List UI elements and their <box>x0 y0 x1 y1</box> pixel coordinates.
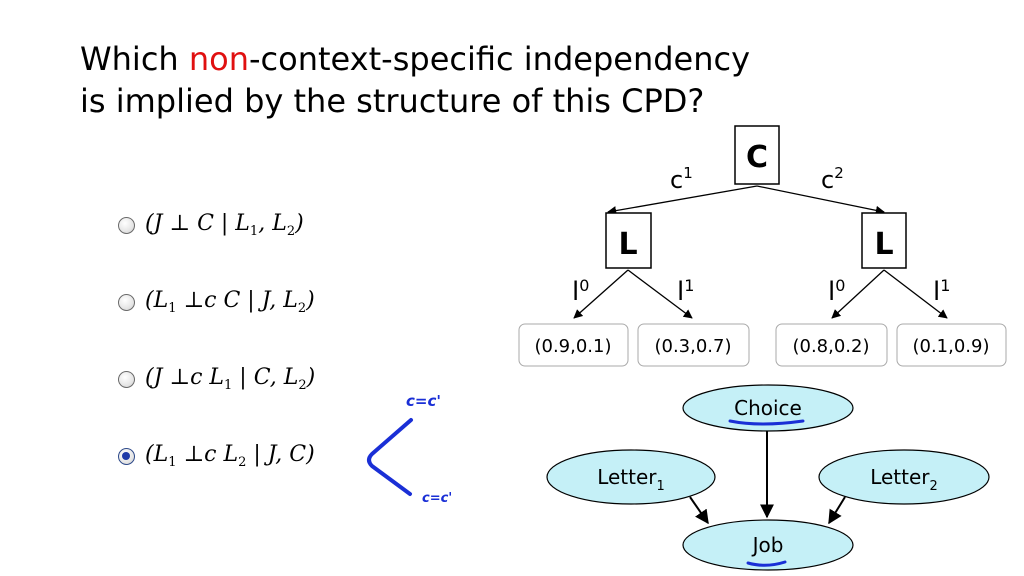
question-highlight: non <box>188 40 249 78</box>
option-2[interactable]: (L1 ⊥c C | J, L2) <box>118 288 315 316</box>
option-4[interactable]: (L1 ⊥c L2 | J, C) <box>118 442 315 470</box>
edge-left-label: c1 <box>670 164 693 194</box>
right-node-box <box>861 212 907 269</box>
question-line-1: Which non-context-specific independency <box>80 38 780 80</box>
letter2-node <box>818 449 990 505</box>
root-node-box <box>734 125 780 185</box>
leaf-value-4: (0.1,0.9) <box>912 336 989 357</box>
root-node-label: C <box>746 140 768 175</box>
edge-rl <box>831 269 885 319</box>
option-3-formula: (J ⊥c L1 | C, L2) <box>145 365 316 393</box>
edge-ll <box>573 269 629 319</box>
leaf-edge-label-4: l1 <box>933 276 950 307</box>
radio-button[interactable] <box>118 293 135 311</box>
job-node <box>682 519 854 571</box>
edge-lr <box>627 269 693 319</box>
edge-rr <box>883 269 948 319</box>
edge-left <box>607 185 758 216</box>
edge-right-label: c2 <box>821 164 844 194</box>
leaf-value-3: (0.8,0.2) <box>792 336 869 357</box>
option-1[interactable]: (J ⊥ C | L1, L2) <box>118 211 304 239</box>
radio-button-selected[interactable] <box>118 447 135 465</box>
letter1-node <box>546 449 716 505</box>
question-line-2: is implied by the structure of this CPD? <box>80 82 705 120</box>
leaf-edge-label-1: l0 <box>572 276 589 307</box>
left-node-box <box>605 212 652 269</box>
question-text: Which non-context-specific independency … <box>80 38 780 122</box>
edge-letter1-job <box>689 496 709 525</box>
leaf-value-1: (0.9,0.1) <box>534 336 611 357</box>
leaf-edge-label-3: l0 <box>828 276 845 307</box>
leaf-edge-label-2: l1 <box>677 276 694 307</box>
job-label: Job <box>751 533 784 557</box>
option-1-formula: (J ⊥ C | L1, L2) <box>145 211 304 239</box>
leaf-box-1 <box>518 323 629 367</box>
letter2-label: Letter2 <box>870 465 938 494</box>
option-4-formula: (L1 ⊥c L2 | J, C) <box>145 442 315 470</box>
question-part1: Which <box>80 40 189 78</box>
question-part2: -context-specific independency <box>249 40 751 78</box>
left-node-label: L <box>618 227 637 262</box>
job-underline <box>746 560 787 567</box>
choice-label: Choice <box>734 396 802 420</box>
right-node-label: L <box>874 227 893 262</box>
edge-right <box>756 185 885 215</box>
choice-node <box>682 384 854 432</box>
leaf-box-4 <box>896 323 1007 367</box>
edge-letter2-job <box>828 496 846 525</box>
radio-button[interactable] <box>118 216 135 234</box>
option-3[interactable]: (J ⊥c L1 | C, L2) <box>118 365 315 393</box>
letter1-label: Letter1 <box>597 465 665 494</box>
leaf-box-3 <box>775 323 888 367</box>
radio-button[interactable] <box>118 370 135 388</box>
option-2-formula: (L1 ⊥c C | J, L2) <box>145 288 315 316</box>
leaf-box-2 <box>637 323 750 367</box>
leaf-value-2: (0.3,0.7) <box>654 336 731 357</box>
choice-underline <box>728 419 805 426</box>
